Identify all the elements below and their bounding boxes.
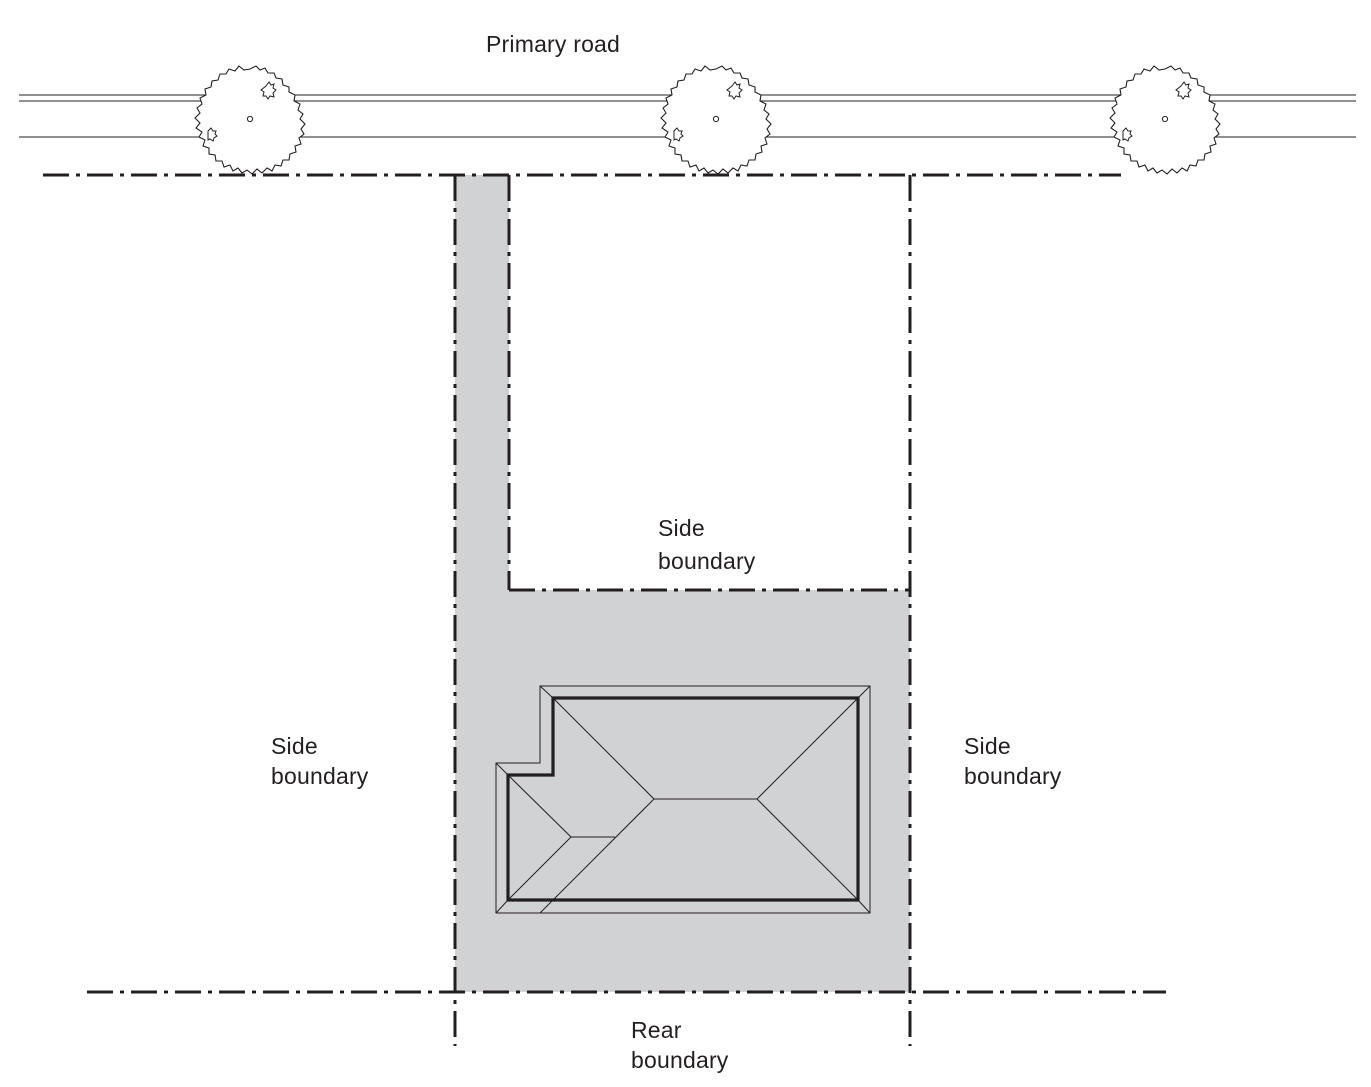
side-boundary-upper-line1: Side (658, 515, 705, 541)
side-boundary-right-line1: Side (964, 733, 1011, 759)
tree-icon (1109, 65, 1221, 175)
tree-icon (194, 65, 306, 175)
rear-boundary-line1: Rear (631, 1017, 682, 1043)
side-boundary-upper-label: Side boundary (658, 513, 756, 576)
side-boundary-left-line1: Side (271, 733, 318, 759)
side-boundary-upper-line2: boundary (658, 548, 756, 574)
tree-icon (660, 65, 772, 175)
roof-hip-lines (495, 685, 871, 914)
rear-boundary-label: Rear boundary (631, 1015, 729, 1075)
side-boundary-right-label: Side boundary (964, 731, 1062, 791)
rear-boundary-line2: boundary (631, 1047, 729, 1073)
side-boundary-left-label: Side boundary (271, 731, 369, 791)
lot-area (455, 175, 910, 992)
primary-road-label: Primary road (486, 31, 621, 57)
side-boundary-right-line2: boundary (964, 763, 1062, 789)
boundary-lines (43, 173, 1166, 1046)
side-boundary-left-line2: boundary (271, 763, 369, 789)
